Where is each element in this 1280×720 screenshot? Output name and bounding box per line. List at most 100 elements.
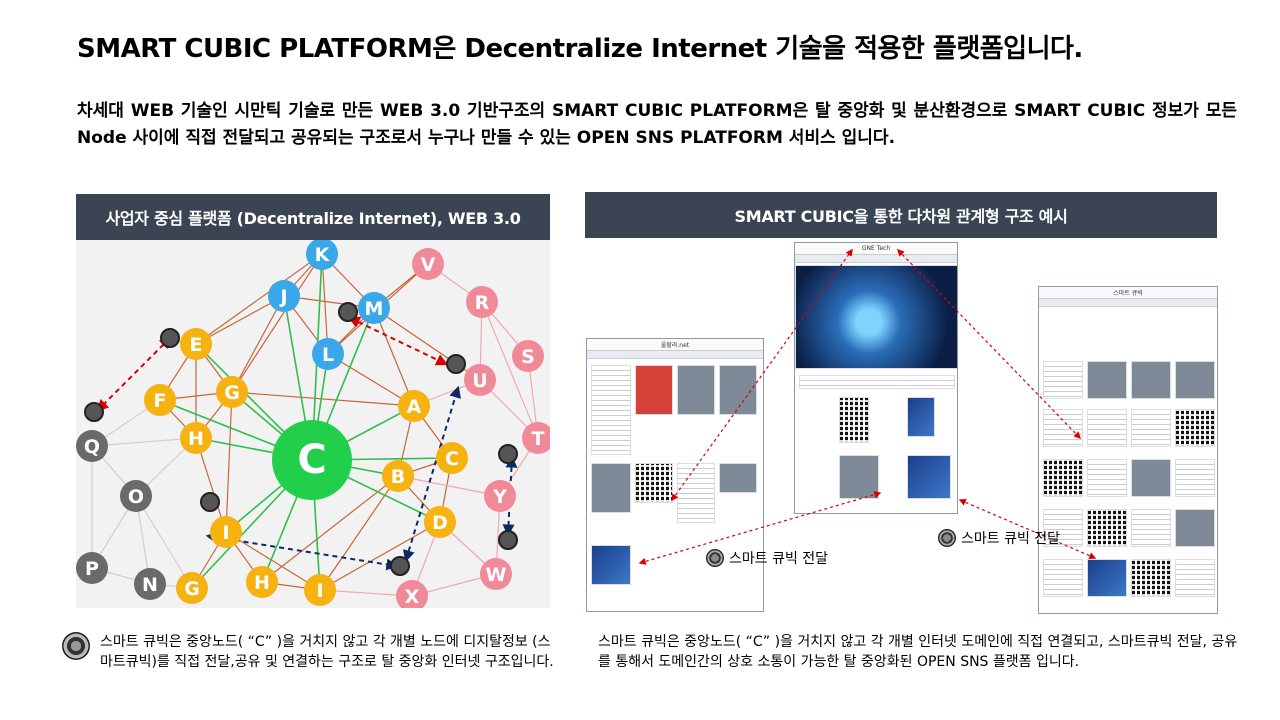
node-label: T <box>532 428 545 450</box>
node-v <box>412 248 444 280</box>
content-tile <box>591 365 631 455</box>
smart-cubic-icon <box>338 302 358 322</box>
node-l <box>312 338 344 370</box>
node-label: S <box>521 346 535 368</box>
network-edge <box>327 353 415 407</box>
node-label: N <box>142 574 158 596</box>
smart-cubic-icon <box>84 402 104 422</box>
transfer-label-2: 스마트 큐빅 전달 <box>938 528 1060 548</box>
node-label: I <box>316 580 323 602</box>
content-tile <box>1175 559 1215 597</box>
content-tile <box>1131 409 1171 447</box>
node-label: B <box>391 466 405 488</box>
transfer-arrow <box>896 248 1082 440</box>
node-label: X <box>405 586 420 608</box>
node-label: M <box>365 298 384 320</box>
content-tile <box>1087 459 1127 497</box>
content-tile <box>1131 361 1171 399</box>
center-node-label: C <box>297 437 326 483</box>
node-label: H <box>188 428 204 450</box>
transfer-arrows <box>638 248 1097 565</box>
transfer-arrow <box>96 336 172 412</box>
network-edge <box>319 521 441 591</box>
node-label: U <box>472 370 487 392</box>
site-menu-right <box>1039 299 1217 307</box>
transfer-arrow <box>958 498 1097 560</box>
transfer-arrow <box>403 385 461 563</box>
node-label: O <box>128 486 144 508</box>
site-menu-center <box>795 255 957 263</box>
right-panel-note: 스마트 큐빅은 중앙노드( “C” )을 거치지 않고 각 개별 인터넷 도메인… <box>598 634 1238 670</box>
right-panel-header: SMART CUBIC을 통한 다차원 관계형 구조 예시 <box>585 192 1217 238</box>
node-q <box>76 430 108 462</box>
node-label: F <box>154 390 167 412</box>
transfer-arrow <box>205 531 399 571</box>
node-n <box>134 568 166 600</box>
node-label: J <box>278 286 287 308</box>
page-title: SMART CUBIC PLATFORM은 Decentralize Inter… <box>77 34 1083 64</box>
smart-cubic-icon <box>62 632 90 660</box>
node-label: E <box>190 334 203 356</box>
node-d <box>424 506 456 538</box>
node-label: H <box>254 572 270 594</box>
content-tile <box>1087 559 1127 597</box>
node-label: L <box>322 344 334 366</box>
network-edge <box>195 253 323 345</box>
node-t <box>522 422 550 454</box>
node-label: G <box>184 578 200 600</box>
node-label: I <box>222 522 229 544</box>
network-edge <box>225 391 233 533</box>
left-panel-header: 사업자 중심 플랫폼 (Decentralize Internet), WEB … <box>76 194 550 240</box>
smart-cubic-icon <box>706 549 724 567</box>
node-c <box>436 442 468 474</box>
node-label: R <box>475 292 490 314</box>
node-g <box>176 572 208 604</box>
left-panel-note: 스마트 큐빅은 중앙노드( “C” )을 거치지 않고 각 개별 노드에 디지탈… <box>100 634 554 670</box>
qr-tile <box>1131 559 1171 597</box>
center-node <box>272 420 352 500</box>
transfer-label-text: 스마트 큐빅 전달 <box>729 551 829 567</box>
smart-cubic-icon <box>938 529 956 547</box>
node-label: V <box>421 254 436 276</box>
node-label: Q <box>84 436 100 458</box>
content-tile <box>1175 459 1215 497</box>
node-label: G <box>224 382 240 404</box>
content-tile <box>907 455 951 499</box>
node-f <box>144 384 176 416</box>
node-label: K <box>315 244 331 266</box>
node-x <box>396 580 428 608</box>
smart-cubic-icon <box>200 492 220 512</box>
content-tile <box>1087 409 1127 447</box>
network-edge <box>135 495 193 589</box>
node-h <box>180 422 212 454</box>
node-g <box>216 376 248 408</box>
transfer-label-text: 스마트 큐빅 전달 <box>961 531 1061 547</box>
smart-cubic-icon <box>498 530 518 550</box>
node-label: Y <box>492 486 507 508</box>
transfer-arrow <box>671 248 853 502</box>
network-edge <box>195 295 285 345</box>
network-edge <box>195 437 227 533</box>
node-e <box>180 328 212 360</box>
network-edge <box>481 301 539 439</box>
node-y <box>484 480 516 512</box>
node-label: D <box>432 512 448 534</box>
node-s <box>512 340 544 372</box>
content-tile <box>1131 459 1171 497</box>
node-p <box>76 552 108 584</box>
node-i <box>304 574 336 606</box>
site-title-right: 스마트 큐빅 <box>1039 287 1217 299</box>
node-w <box>480 558 512 590</box>
content-tile <box>1043 559 1083 597</box>
content-tile <box>1131 509 1171 547</box>
node-m <box>358 292 390 324</box>
transfer-label-1: 스마트 큐빅 전달 <box>706 548 828 568</box>
content-tile <box>591 463 631 513</box>
smart-cubic-icon <box>390 556 410 576</box>
page-subtitle: 차세대 WEB 기술인 시만틱 기술로 만든 WEB 3.0 기반구조의 SMA… <box>77 101 1237 148</box>
node-label: A <box>407 396 422 418</box>
qr-tile <box>1043 459 1083 497</box>
network-edge <box>231 253 323 393</box>
node-i <box>210 516 242 548</box>
